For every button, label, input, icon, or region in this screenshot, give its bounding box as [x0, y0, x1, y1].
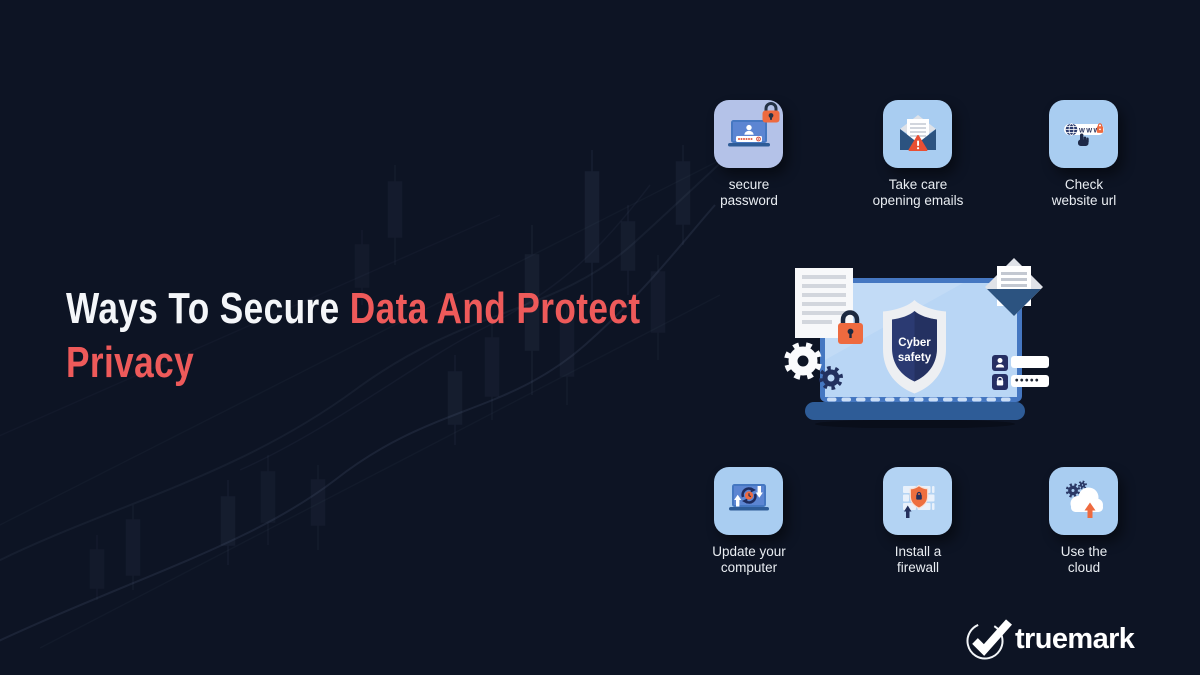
shield-text-line1: Cyber [898, 337, 931, 349]
www-text: WWW [1079, 127, 1101, 134]
tile-take-care-emails [883, 100, 952, 168]
firewall-icon [902, 484, 934, 518]
shield-text-line2: safety [898, 352, 932, 364]
title-white-part: Ways To Secure [66, 284, 340, 333]
tile-use-cloud [1049, 467, 1118, 535]
update-computer-icon [728, 484, 769, 511]
checkmark-circle-icon [966, 619, 1012, 660]
title-red-part: Data And Protect [349, 284, 641, 333]
tile-update-computer [714, 467, 783, 535]
truemark-logo: truemark [964, 616, 1135, 662]
logo-text: truemark [1015, 622, 1135, 655]
page-title: Ways To Secure Data And Protect Privacy [66, 282, 640, 390]
page-title-line1: Ways To Secure Data And Protect [66, 282, 640, 336]
password-dots: ••••• [1015, 376, 1040, 387]
cloud-upload-icon [1065, 480, 1103, 518]
keyboard-keys [827, 397, 1011, 402]
page-title-line2: Privacy [66, 338, 195, 387]
gear-white-icon [784, 342, 822, 380]
gear-navy-icon [819, 366, 843, 390]
tile-check-website-url: WWW [1049, 100, 1118, 168]
laptop-base [805, 402, 1025, 420]
password-field: ••••• [992, 374, 1049, 390]
cyber-safety-shield: Cyber safety [883, 300, 946, 394]
hand-cursor-icon [1077, 133, 1089, 146]
secure-password-icon [727, 120, 770, 147]
email-warning-icon [899, 115, 936, 151]
cyber-safety-illustration: Cyber safety [778, 248, 1052, 433]
tile-secure-password [714, 100, 783, 168]
tile-install-firewall [883, 467, 952, 535]
username-field [992, 355, 1049, 371]
website-url-icon: WWW [1063, 123, 1104, 146]
padlock-icon [838, 310, 863, 344]
envelope-icon [985, 258, 1043, 316]
padlock-badge-icon [761, 101, 781, 128]
